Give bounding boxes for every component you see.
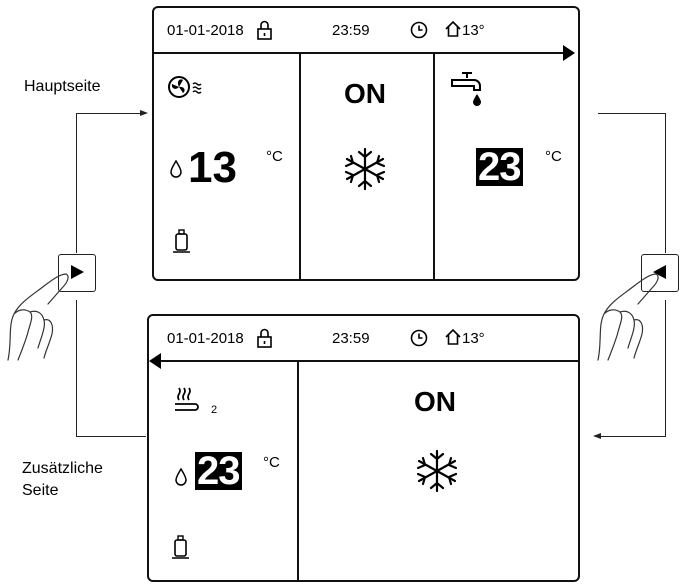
column-divider-1	[299, 54, 301, 279]
zone2-unit: °C	[263, 454, 280, 471]
next-page-button[interactable]	[58, 254, 96, 292]
clock-icon	[410, 21, 428, 39]
right-connector-arrowhead	[593, 433, 601, 439]
right-connector-h-bottom	[598, 436, 666, 437]
extra-page-label-line1: Zusätzliche	[22, 460, 103, 477]
main-page-screen: 01-01-2018 23:59 13° 13 °C ON	[152, 6, 580, 281]
lock-icon	[257, 328, 272, 348]
column-divider-2	[433, 54, 435, 279]
mode-state: ON	[414, 386, 456, 417]
zone1-unit: °C	[266, 148, 283, 165]
left-connector-bottom-h	[76, 436, 146, 437]
main-page-label: Hauptseite	[24, 78, 101, 95]
page-arrow-left-icon	[149, 353, 161, 369]
status-date: 01-01-2018	[167, 330, 244, 347]
mode-state: ON	[344, 78, 386, 109]
column-divider-1	[297, 362, 299, 582]
left-connector-top	[76, 113, 77, 253]
dhw-unit: °C	[545, 148, 562, 165]
status-outdoor-temp: 13°	[462, 22, 485, 39]
zone2-subscript: 2	[211, 404, 218, 416]
status-separator	[154, 52, 569, 54]
zone2-temperature: 23	[195, 449, 242, 493]
left-connector-top-h	[76, 113, 146, 114]
outdoor-house-icon	[445, 328, 461, 345]
right-connector-h-top	[598, 113, 666, 114]
clock-icon	[410, 329, 428, 347]
left-connector-arrowhead	[140, 110, 148, 116]
play-left-icon	[653, 265, 666, 279]
tap-icon	[451, 72, 481, 106]
extra-page-screen: 01-01-2018 23:59 13° 2 23 °C ON	[147, 314, 580, 582]
status-date: 01-01-2018	[167, 22, 244, 39]
page-arrow-right-icon	[563, 45, 575, 61]
left-connector-bottom	[76, 300, 77, 436]
snowflake-icon	[344, 147, 386, 191]
dhw-temperature: 23	[476, 145, 523, 189]
zone1-temperature: 13	[188, 143, 237, 192]
snowflake-icon	[416, 449, 458, 493]
extra-page-label-line2: Seite	[22, 482, 59, 499]
compressor-icon	[172, 535, 189, 559]
status-time: 23:59	[332, 22, 370, 39]
play-right-icon	[71, 265, 84, 279]
pointing-hand-left-icon	[7, 273, 69, 361]
floor-heating-icon	[175, 387, 199, 411]
status-separator	[159, 360, 580, 362]
status-outdoor-temp: 13°	[462, 330, 485, 347]
fan-coil-icon	[168, 76, 202, 98]
outdoor-house-icon	[445, 20, 461, 37]
compressor-icon	[173, 229, 190, 253]
pointing-hand-right-icon	[597, 273, 659, 361]
lock-icon	[257, 20, 272, 40]
water-drop-icon	[175, 467, 187, 486]
right-connector-v-bottom	[665, 300, 666, 436]
status-time: 23:59	[332, 330, 370, 347]
water-drop-icon	[170, 159, 182, 178]
previous-page-button[interactable]	[641, 254, 679, 292]
right-connector-v-top	[665, 113, 666, 253]
